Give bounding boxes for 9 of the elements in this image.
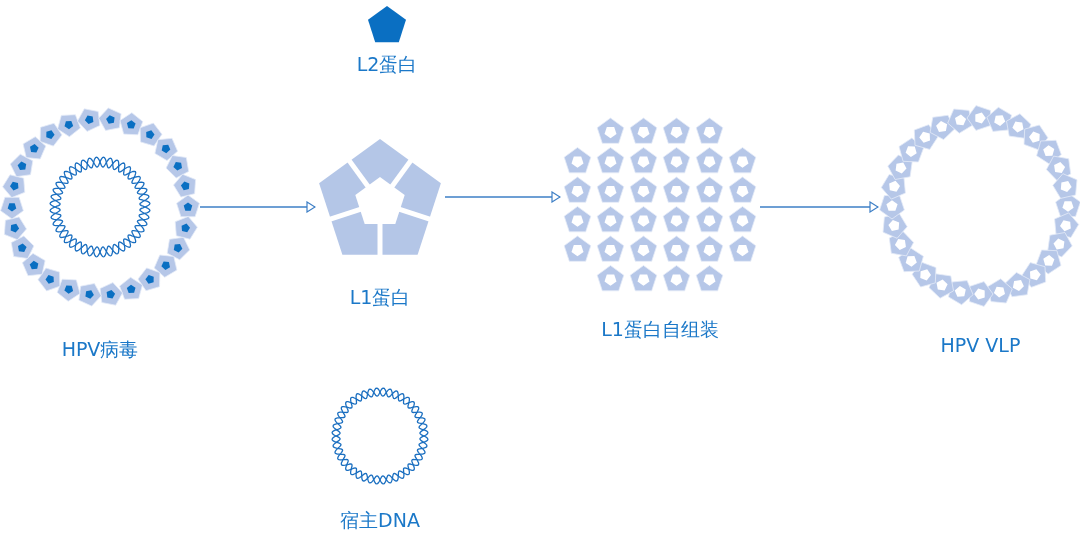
node-label: L2蛋白 <box>356 52 418 77</box>
node-label: L1蛋白自组装 <box>601 317 719 342</box>
node-label: 宿主DNA <box>340 508 420 533</box>
node-label: L1蛋白 <box>349 285 411 310</box>
node-label: HPV VLP <box>940 334 1021 356</box>
arrow <box>199 201 316 213</box>
arrow <box>444 191 561 203</box>
arrow <box>759 201 879 213</box>
node-label: HPV病毒 <box>61 337 139 362</box>
